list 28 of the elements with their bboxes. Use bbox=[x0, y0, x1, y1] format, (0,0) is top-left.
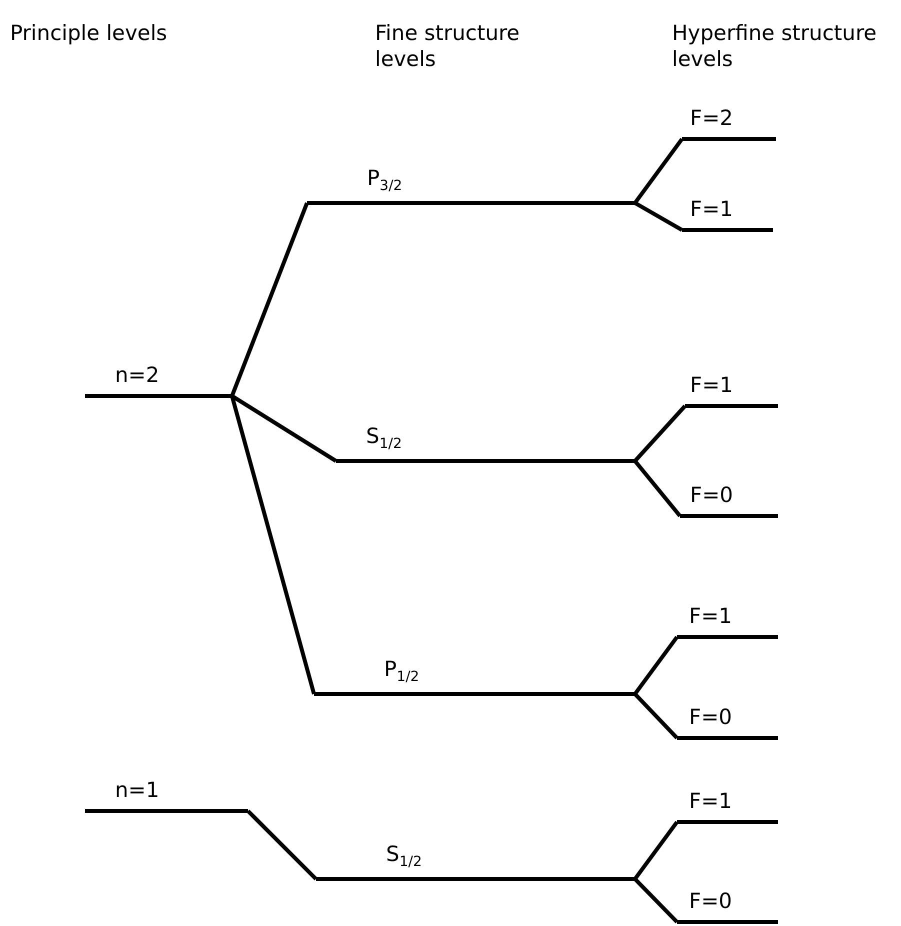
connector-line bbox=[633, 138, 684, 204]
column-heading: Principle levels bbox=[10, 20, 168, 46]
connector-line bbox=[633, 636, 679, 696]
level-label: F=2 bbox=[690, 108, 734, 129]
level-label: F=1 bbox=[690, 375, 734, 396]
connector-line bbox=[634, 201, 683, 232]
level-label: F=1 bbox=[690, 199, 734, 220]
connector-line bbox=[230, 202, 309, 397]
level-label: S$_{1/2}$ bbox=[366, 426, 402, 451]
level-label: n=2 bbox=[115, 365, 160, 386]
level-label: P$_{3/2}$ bbox=[367, 168, 402, 193]
column-heading: Hyperfine structure levels bbox=[672, 20, 878, 72]
connector-line bbox=[634, 878, 678, 924]
level-label: F=0 bbox=[689, 891, 732, 912]
connector-line bbox=[633, 460, 682, 518]
level-label: F=0 bbox=[689, 707, 732, 728]
connector-line bbox=[230, 395, 316, 695]
level-label: n=1 bbox=[115, 780, 160, 801]
connector-line bbox=[246, 810, 318, 880]
level-label: F=0 bbox=[690, 485, 734, 506]
connector-line bbox=[634, 692, 678, 740]
connector-line bbox=[633, 820, 679, 880]
level-label: F=1 bbox=[689, 606, 732, 627]
column-heading: Fine structure levels bbox=[375, 20, 521, 72]
level-label: P$_{1/2}$ bbox=[384, 658, 420, 684]
level-label: F=1 bbox=[689, 791, 732, 812]
level-label: S$_{1/2}$ bbox=[386, 844, 422, 869]
connector-line bbox=[634, 404, 686, 462]
